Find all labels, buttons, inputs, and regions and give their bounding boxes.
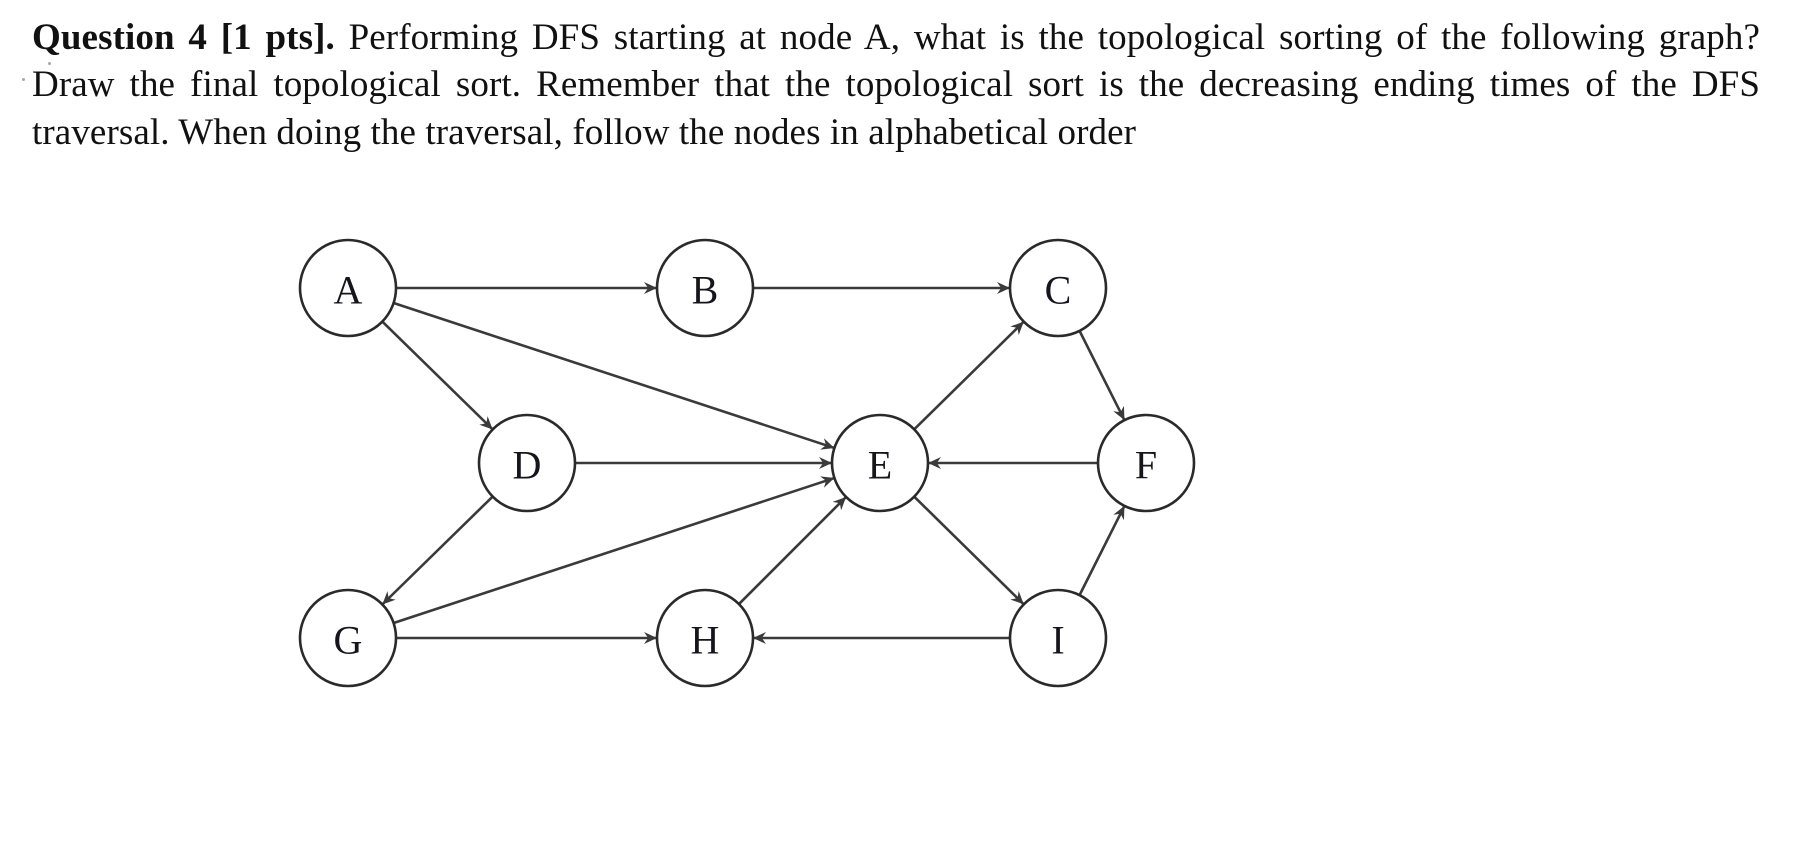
node-label-d: D [513,443,542,488]
graph-figure: A B C D E F G H I [0,200,1796,844]
node-label-h: H [691,618,720,663]
node-label-a: A [334,268,363,313]
node-circle-i [1008,588,1108,688]
graph-edge-h-to-e [738,496,847,605]
scan-speck [22,78,25,81]
graph-node-g: G [298,588,398,688]
node-label-e: E [868,443,892,488]
graph-node-e: E [830,413,930,513]
graph-edge-e-to-c [913,321,1024,431]
graph-node-b: B [655,238,755,338]
graph-edge-c-to-f [1078,330,1126,421]
node-label-b: B [692,268,719,313]
graph-node-f: F [1096,413,1196,513]
graph-node-d: D [477,413,577,513]
scan-speck [48,62,51,65]
node-circle-b [655,238,755,338]
graph-edge-i-to-f [1078,505,1126,596]
graph-edges [381,282,1126,644]
graph-nodes: A B C D E F G H I [298,238,1196,688]
node-circle-d [477,413,577,513]
graph-edge-e-to-i [913,495,1024,605]
directed-graph-svg: A B C D E F G H I [298,238,1196,688]
graph-edge-d-to-g [382,495,494,605]
question-label: Question 4 [1 pts]. [32,17,335,58]
node-circle-g [298,588,398,688]
node-label-f: F [1135,443,1157,488]
node-circle-h [655,588,755,688]
graph-edge-a-to-e [393,301,835,450]
node-label-i: I [1051,618,1064,663]
graph-edge-g-to-e [393,476,835,625]
node-label-g: G [334,618,363,663]
node-label-c: C [1045,268,1072,313]
node-circle-f [1096,413,1196,513]
question-paragraph: Question 4 [1 pts]. Performing DFS start… [32,14,1760,156]
graph-node-a: A [298,238,398,338]
question-body: Performing DFS starting at node A, what … [32,17,1761,153]
graph-edge-a-to-d [381,320,493,430]
node-circle-c [1008,238,1108,338]
graph-node-h: H [655,588,755,688]
graph-node-i: I [1008,588,1108,688]
node-circle-a [298,238,398,338]
graph-node-c: C [1008,238,1108,338]
node-circle-e [830,413,930,513]
